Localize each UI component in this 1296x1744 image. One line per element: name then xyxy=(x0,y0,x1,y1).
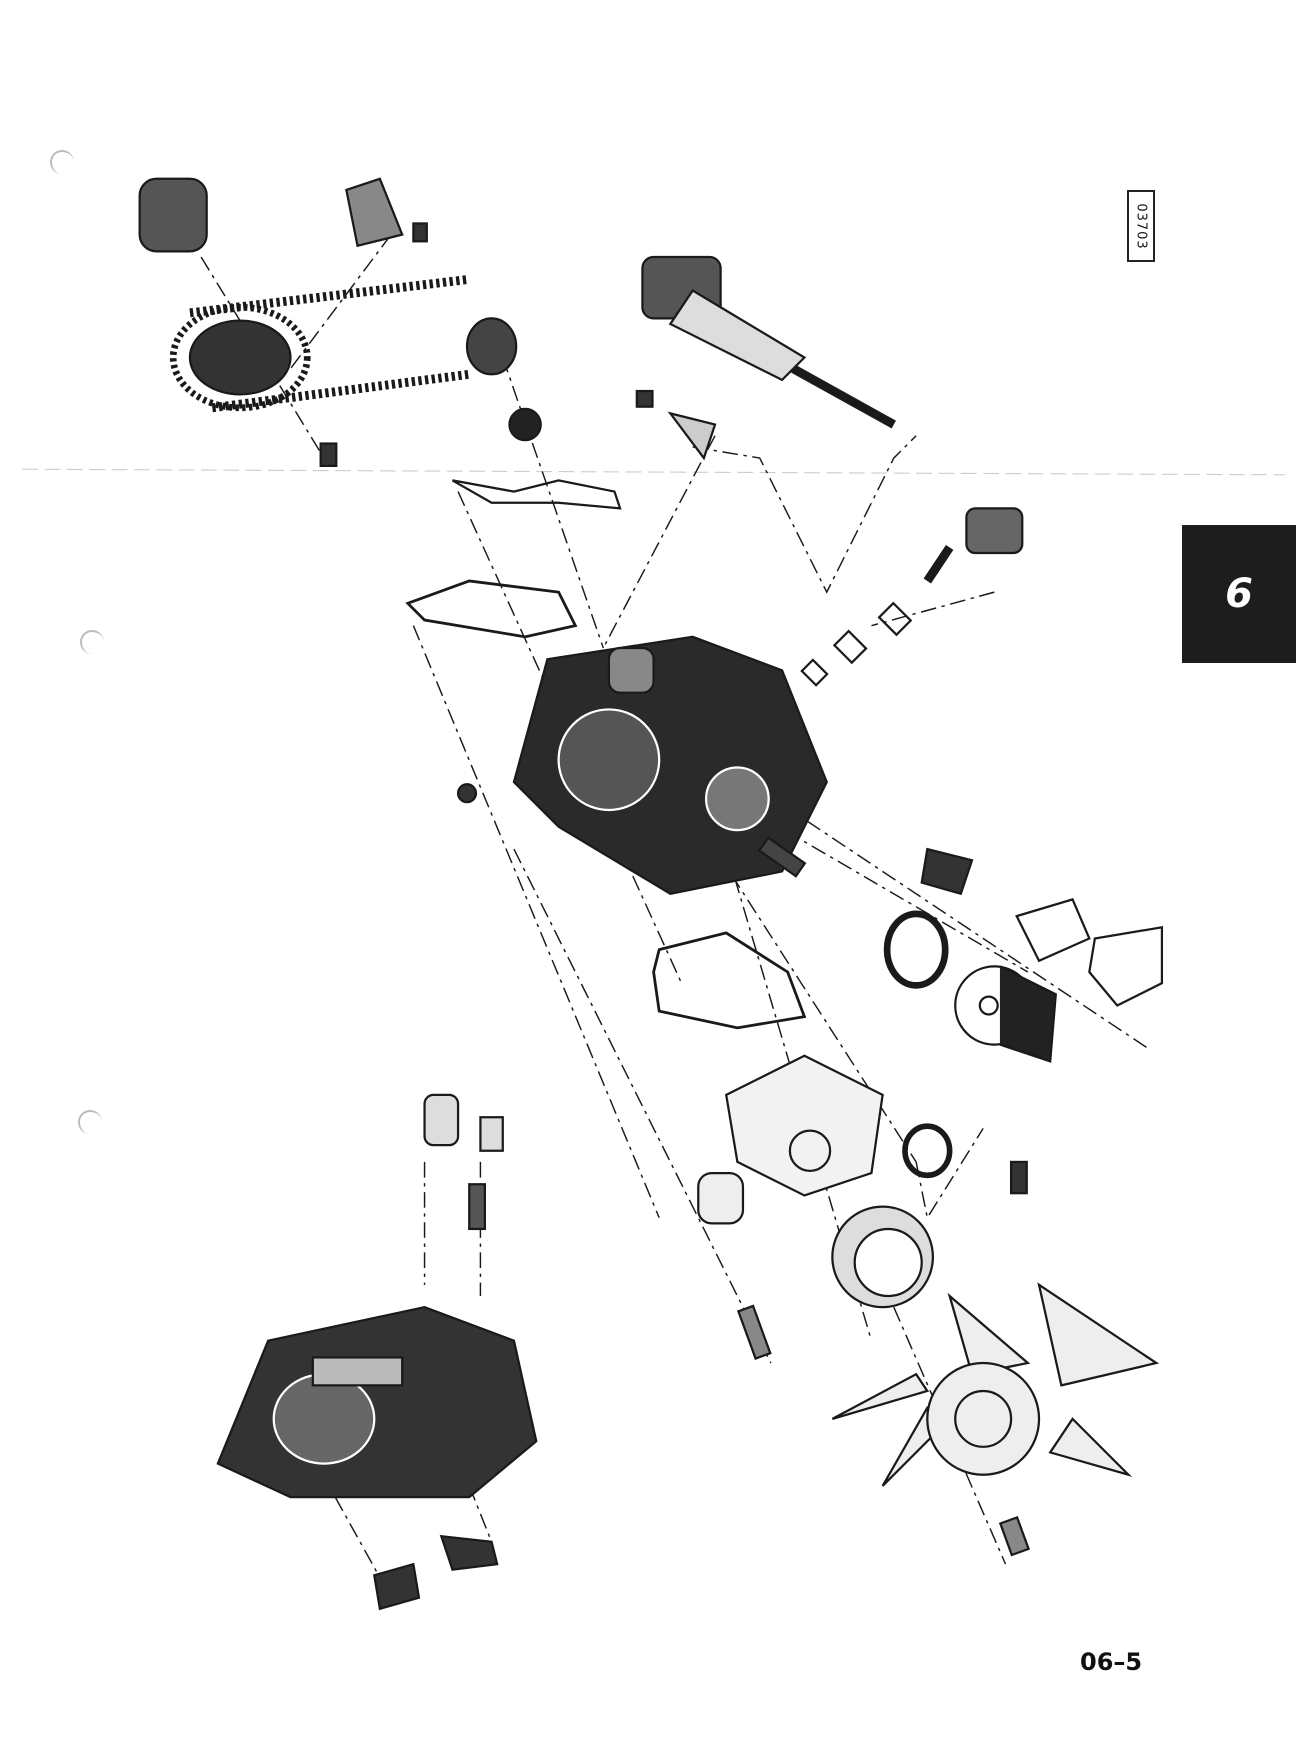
binder-hole-mark xyxy=(50,150,74,174)
chain-tensioner xyxy=(345,177,404,248)
water-pump xyxy=(697,1054,884,1225)
figure-reference-label: 03703 xyxy=(1127,190,1155,262)
valve-spring xyxy=(468,1183,487,1231)
timing-chain-assembly xyxy=(138,177,518,468)
binder-hole-mark xyxy=(80,630,104,654)
seal-ring xyxy=(883,910,949,989)
oil-filter xyxy=(954,965,1057,1063)
figure-reference-number: 03703 xyxy=(1133,202,1149,250)
bolt xyxy=(319,442,338,468)
fan-pulley xyxy=(831,1205,935,1309)
cooling-fan xyxy=(831,1282,1160,1487)
pump-seal xyxy=(902,1123,953,1179)
binder-hole-mark xyxy=(78,1110,102,1134)
gasket xyxy=(451,479,622,510)
distributor xyxy=(635,255,896,461)
front-cover-housing xyxy=(456,635,828,895)
drive-gear xyxy=(508,407,542,442)
assembled-housing-view xyxy=(216,1093,538,1611)
pump-cover xyxy=(1088,925,1164,1007)
bolt xyxy=(1009,1160,1028,1195)
fuel-pump xyxy=(800,507,1024,687)
relief-valve-plug xyxy=(423,1093,460,1147)
bolt xyxy=(736,1304,772,1360)
camshaft-sprocket-hub xyxy=(138,177,208,253)
section-tab-number: 6 xyxy=(1225,571,1253,617)
pump-rotor xyxy=(920,847,974,896)
relief-spring xyxy=(757,836,807,878)
pump-cover-gasket xyxy=(1015,898,1091,963)
page-number: 06–5 xyxy=(1080,1648,1143,1676)
bolt xyxy=(998,1515,1031,1557)
fold-line xyxy=(22,468,1285,476)
section-tab: 6 xyxy=(1182,525,1296,663)
water-pump-gasket xyxy=(652,931,807,1030)
cover-gasket xyxy=(405,579,578,639)
